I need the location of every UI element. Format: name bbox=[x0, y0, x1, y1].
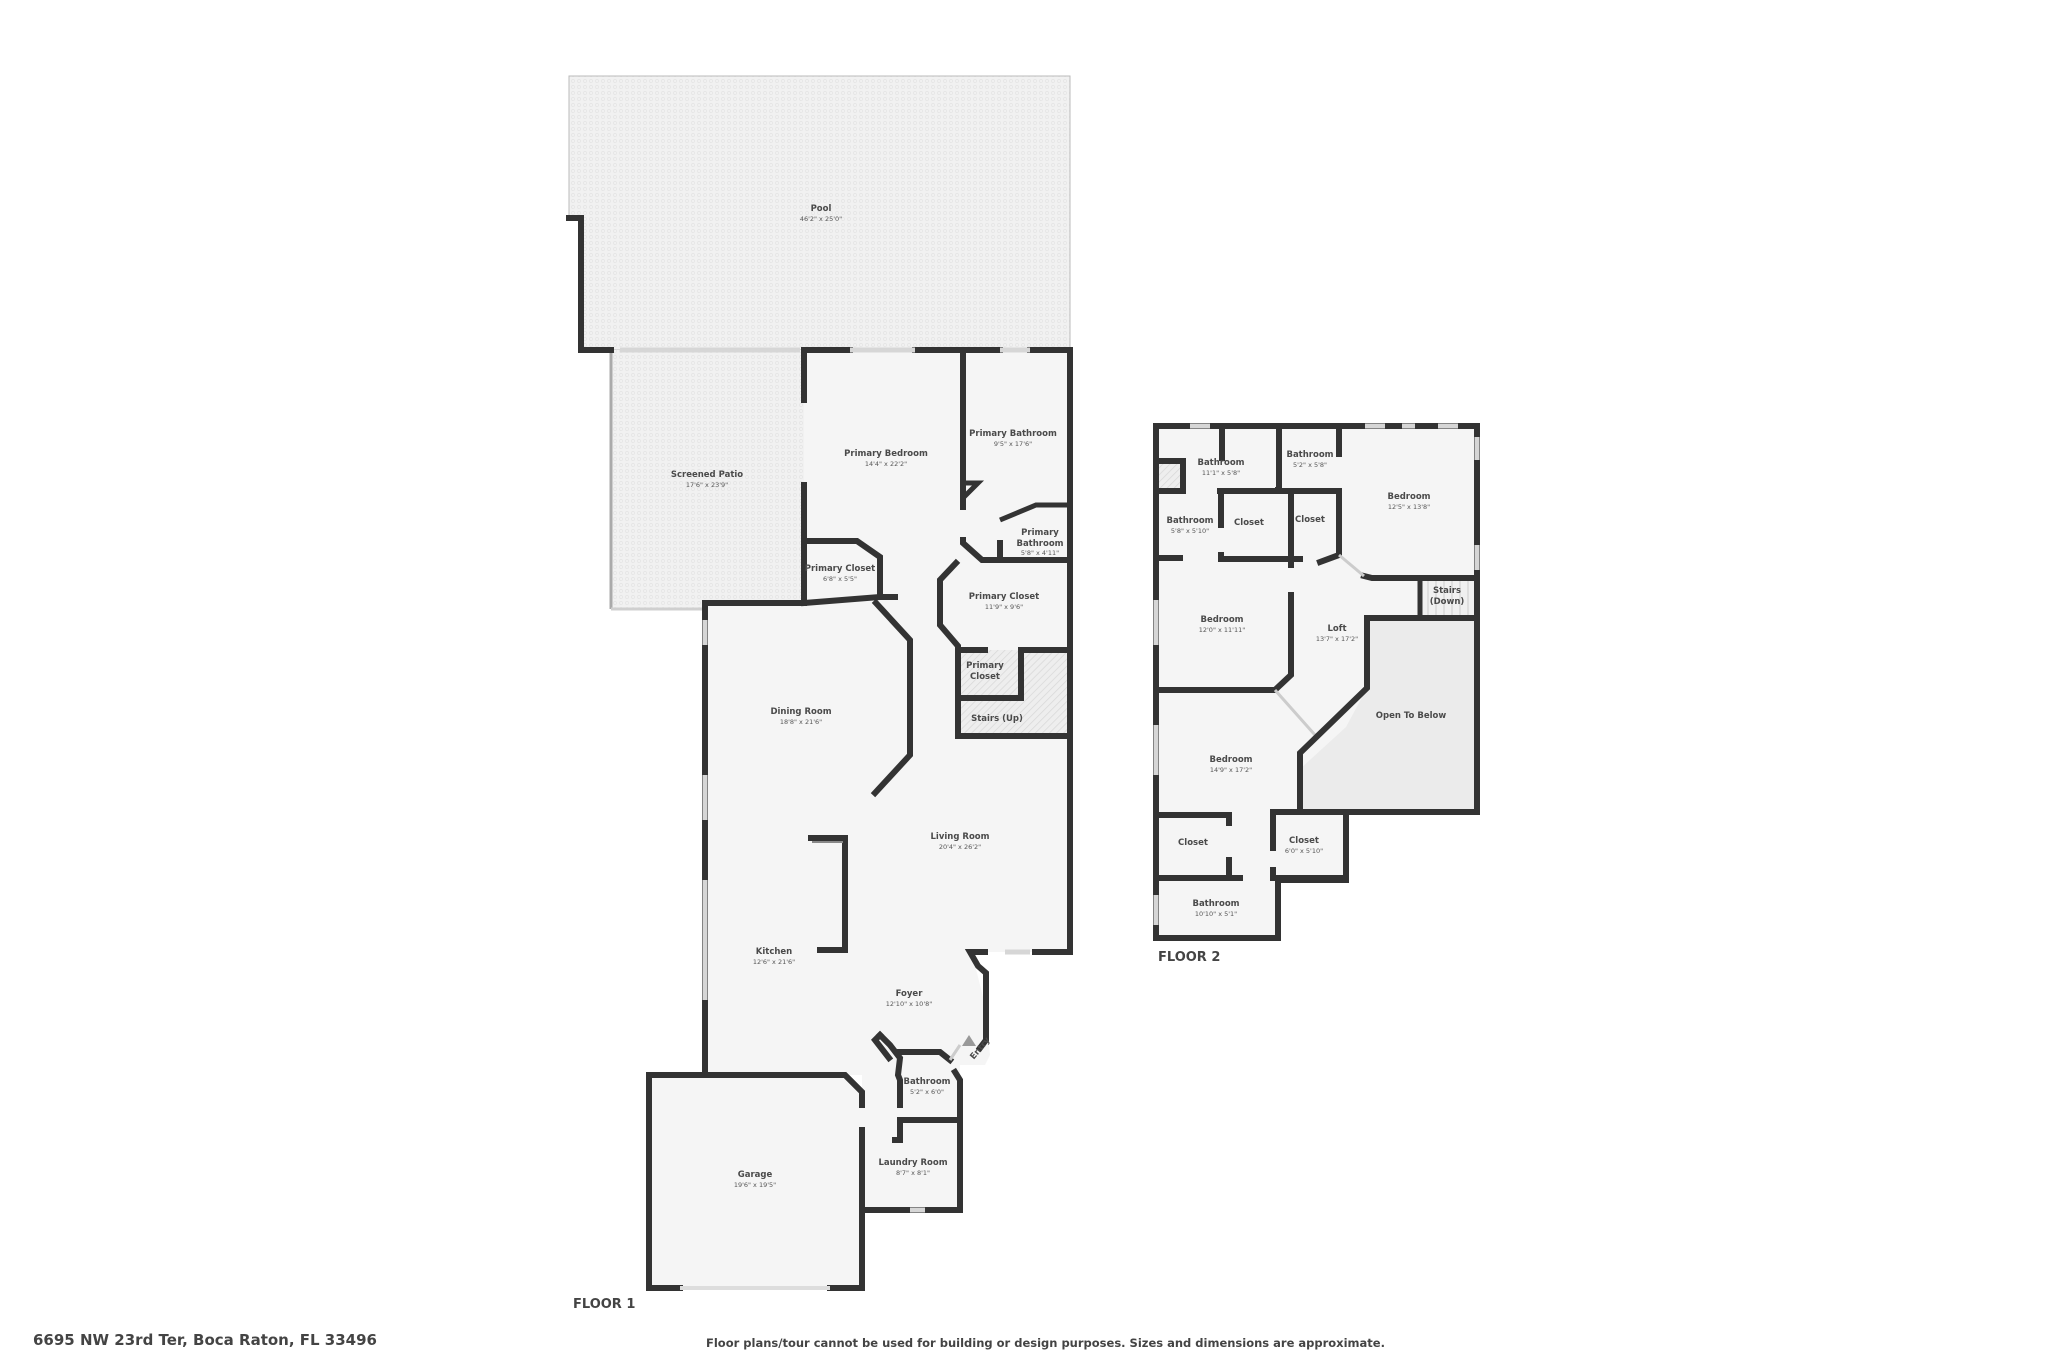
room-name: Bathroom bbox=[1286, 450, 1333, 460]
room-dims: 46'2" x 25'0" bbox=[800, 215, 842, 223]
room-dims: 8'7" x 8'1" bbox=[896, 1169, 930, 1177]
room-name: Pool bbox=[811, 204, 832, 214]
room-dims: 6'0" x 5'10" bbox=[1285, 847, 1323, 855]
floor-2-plan: Bathroom 11'1" x 5'8" Bathroom 5'2" x 5'… bbox=[1153, 423, 1480, 941]
room-dims: 14'4" x 22'2" bbox=[865, 460, 907, 468]
room-name: Loft bbox=[1327, 624, 1346, 634]
room-name: Bedroom bbox=[1209, 755, 1252, 765]
open-to-below-area bbox=[1300, 618, 1477, 812]
room-name: Stairs bbox=[1433, 586, 1461, 596]
room-dims: 11'1" x 5'8" bbox=[1202, 469, 1240, 477]
floor-1-plan: Pool 46'2" x 25'0" Screened Patio 17'6" … bbox=[566, 75, 1073, 1291]
room-dims: 13'7" x 17'2" bbox=[1316, 635, 1358, 643]
room-dims: 11'9" x 9'6" bbox=[985, 603, 1023, 611]
room-name: Bathroom bbox=[1166, 516, 1213, 526]
room-name: Closet bbox=[1289, 836, 1319, 846]
floor-1-labels: Pool 46'2" x 25'0" Screened Patio 17'6" … bbox=[671, 204, 1064, 1189]
room-name: Closet bbox=[970, 672, 1000, 682]
room-name: Living Room bbox=[931, 832, 990, 842]
floor-1-walls bbox=[578, 347, 1073, 1291]
room-dims: 19'6" x 19'5" bbox=[734, 1181, 776, 1189]
room-name: Primary bbox=[966, 661, 1004, 671]
room-dims: 14'9" x 17'2" bbox=[1210, 766, 1252, 774]
stairs-up-area[interactable] bbox=[961, 650, 1070, 736]
room-name: Closet bbox=[1234, 518, 1264, 528]
stairs-down-area[interactable] bbox=[1420, 578, 1475, 618]
entry-arrow-icon bbox=[962, 1035, 976, 1046]
room-name: Primary Bedroom bbox=[844, 449, 928, 459]
room-name: Laundry Room bbox=[878, 1158, 947, 1168]
room-name: Bedroom bbox=[1200, 615, 1243, 625]
room-name: Garage bbox=[738, 1170, 773, 1180]
room-name: Primary Closet bbox=[805, 564, 876, 574]
room-name: Dining Room bbox=[770, 707, 831, 717]
room-dims: 5'8" x 4'11" bbox=[1021, 549, 1059, 557]
room-name: Primary bbox=[1021, 528, 1059, 538]
room-name: Stairs (Up) bbox=[971, 714, 1023, 724]
room-dims: 10'10" x 5'1" bbox=[1195, 910, 1237, 918]
room-dims: 17'6" x 23'9" bbox=[686, 481, 728, 489]
room-dims: 12'5" x 13'8" bbox=[1388, 503, 1430, 511]
room-dims: 20'4" x 26'2" bbox=[939, 843, 981, 851]
room-name: (Down) bbox=[1430, 597, 1465, 607]
floor-2-label: FLOOR 2 bbox=[1158, 950, 1221, 965]
room-dims: 5'8" x 5'10" bbox=[1171, 527, 1209, 535]
room-name: Bathroom bbox=[903, 1077, 950, 1087]
room-dims: 5'2" x 6'0" bbox=[910, 1088, 944, 1096]
room-name: Bathroom bbox=[1192, 899, 1239, 909]
room-screened-patio[interactable] bbox=[609, 350, 804, 611]
property-address: 6695 NW 23rd Ter, Boca Raton, FL 33496 bbox=[33, 1331, 377, 1349]
room-dims: 18'8" x 21'6" bbox=[780, 718, 822, 726]
room-dims: 9'5" x 17'6" bbox=[994, 440, 1032, 448]
room-name: Bathroom bbox=[1197, 458, 1244, 468]
room-name: Foyer bbox=[896, 989, 924, 999]
room-name: Screened Patio bbox=[671, 470, 743, 480]
room-name: Open To Below bbox=[1376, 711, 1447, 721]
room-dims: 12'6" x 21'6" bbox=[753, 958, 795, 966]
room-dims: 12'0" x 11'11" bbox=[1199, 626, 1245, 634]
room-name: Primary Bathroom bbox=[969, 429, 1057, 439]
floor-2-labels: Bathroom 11'1" x 5'8" Bathroom 5'2" x 5'… bbox=[1166, 450, 1464, 918]
room-name: Kitchen bbox=[756, 947, 792, 957]
floor-2-walls bbox=[1153, 423, 1480, 941]
room-dims: 12'10" x 10'8" bbox=[886, 1000, 932, 1008]
room-name: Primary Closet bbox=[969, 592, 1040, 602]
room-name: Bathroom bbox=[1016, 539, 1063, 549]
floor-1-label: FLOOR 1 bbox=[573, 1297, 636, 1312]
disclaimer-text: Floor plans/tour cannot be used for buil… bbox=[706, 1336, 1385, 1350]
room-name: Bedroom bbox=[1387, 492, 1430, 502]
room-name: Closet bbox=[1178, 838, 1208, 848]
room-dims: 6'8" x 5'5" bbox=[823, 575, 857, 583]
room-dims: 5'2" x 5'8" bbox=[1293, 461, 1327, 469]
room-name: Closet bbox=[1295, 515, 1325, 525]
